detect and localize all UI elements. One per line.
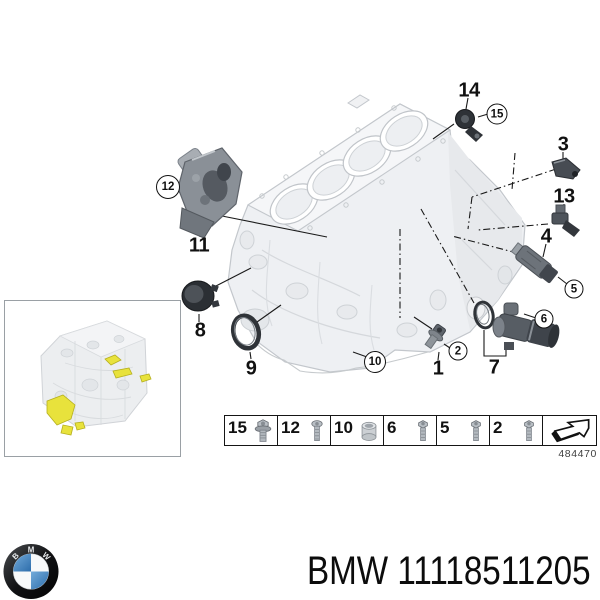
part-1-art bbox=[424, 323, 446, 350]
fastener-cell-arrow[interactable] bbox=[543, 416, 596, 445]
part-6-art bbox=[473, 300, 495, 330]
callout-10[interactable]: 10 bbox=[364, 351, 386, 373]
bolt-icon bbox=[471, 420, 481, 441]
callout-14[interactable]: 14 bbox=[458, 79, 480, 102]
flange-bolt-icon bbox=[254, 419, 272, 442]
part-3-art bbox=[551, 157, 581, 180]
part-11-12-art bbox=[177, 147, 243, 239]
callout-5[interactable]: 5 bbox=[564, 279, 584, 299]
fastener-table: 15 12 10 bbox=[224, 415, 597, 446]
callout-15[interactable]: 15 bbox=[486, 103, 508, 125]
fastener-cell-10[interactable]: 10 bbox=[331, 416, 384, 445]
callout-7[interactable]: 7 bbox=[488, 356, 500, 379]
callout-9[interactable]: 9 bbox=[245, 357, 257, 380]
callout-1[interactable]: 1 bbox=[432, 357, 444, 380]
fastener-label: 10 bbox=[334, 418, 353, 437]
engine-thumbnail[interactable] bbox=[4, 300, 181, 457]
callout-6[interactable]: 6 bbox=[534, 309, 554, 329]
fastener-cell-12[interactable]: 12 bbox=[278, 416, 331, 445]
callout-3[interactable]: 3 bbox=[557, 133, 569, 156]
fastener-label: 5 bbox=[440, 418, 450, 437]
sheet-number: 484470 bbox=[558, 448, 597, 460]
highlighted-parts bbox=[46, 354, 152, 436]
fastener-label: 6 bbox=[387, 418, 397, 437]
part-9-art bbox=[230, 313, 262, 351]
part-4-art bbox=[510, 242, 558, 284]
fastener-cell-5[interactable]: 5 bbox=[437, 416, 490, 445]
fastener-label: 12 bbox=[281, 418, 300, 437]
logo-letter-m: M bbox=[28, 545, 35, 554]
direction-arrow-icon bbox=[550, 418, 590, 443]
fastener-label: 15 bbox=[228, 418, 247, 437]
engine-thumbnail-art bbox=[40, 320, 152, 436]
bmw-logo[interactable]: B M W bbox=[2, 543, 60, 600]
bolt-icon bbox=[524, 420, 534, 441]
bolt-icon bbox=[311, 420, 323, 441]
part-number-label: BMW 11118511205 bbox=[307, 549, 591, 593]
engine-block-art bbox=[227, 94, 526, 374]
dowel-sleeve-icon bbox=[361, 421, 377, 441]
part-8-art bbox=[181, 280, 220, 312]
callout-8[interactable]: 8 bbox=[194, 319, 206, 342]
callout-4[interactable]: 4 bbox=[540, 225, 552, 248]
fastener-cell-6[interactable]: 6 bbox=[384, 416, 437, 445]
callout-2[interactable]: 2 bbox=[448, 341, 468, 361]
fastener-label: 2 bbox=[493, 418, 503, 437]
bolt-icon bbox=[418, 420, 428, 441]
logo-letter-b: B bbox=[10, 551, 21, 562]
callout-11[interactable]: 11 bbox=[188, 234, 210, 257]
callout-13[interactable]: 13 bbox=[553, 185, 575, 208]
part-7-art bbox=[492, 302, 560, 350]
fastener-cell-15[interactable]: 15 bbox=[225, 416, 278, 445]
callout-12[interactable]: 12 bbox=[156, 175, 180, 199]
leader-lines bbox=[178, 97, 568, 361]
part-13-art bbox=[551, 204, 580, 237]
fastener-cell-2[interactable]: 2 bbox=[490, 416, 543, 445]
part-14-art bbox=[455, 109, 483, 142]
